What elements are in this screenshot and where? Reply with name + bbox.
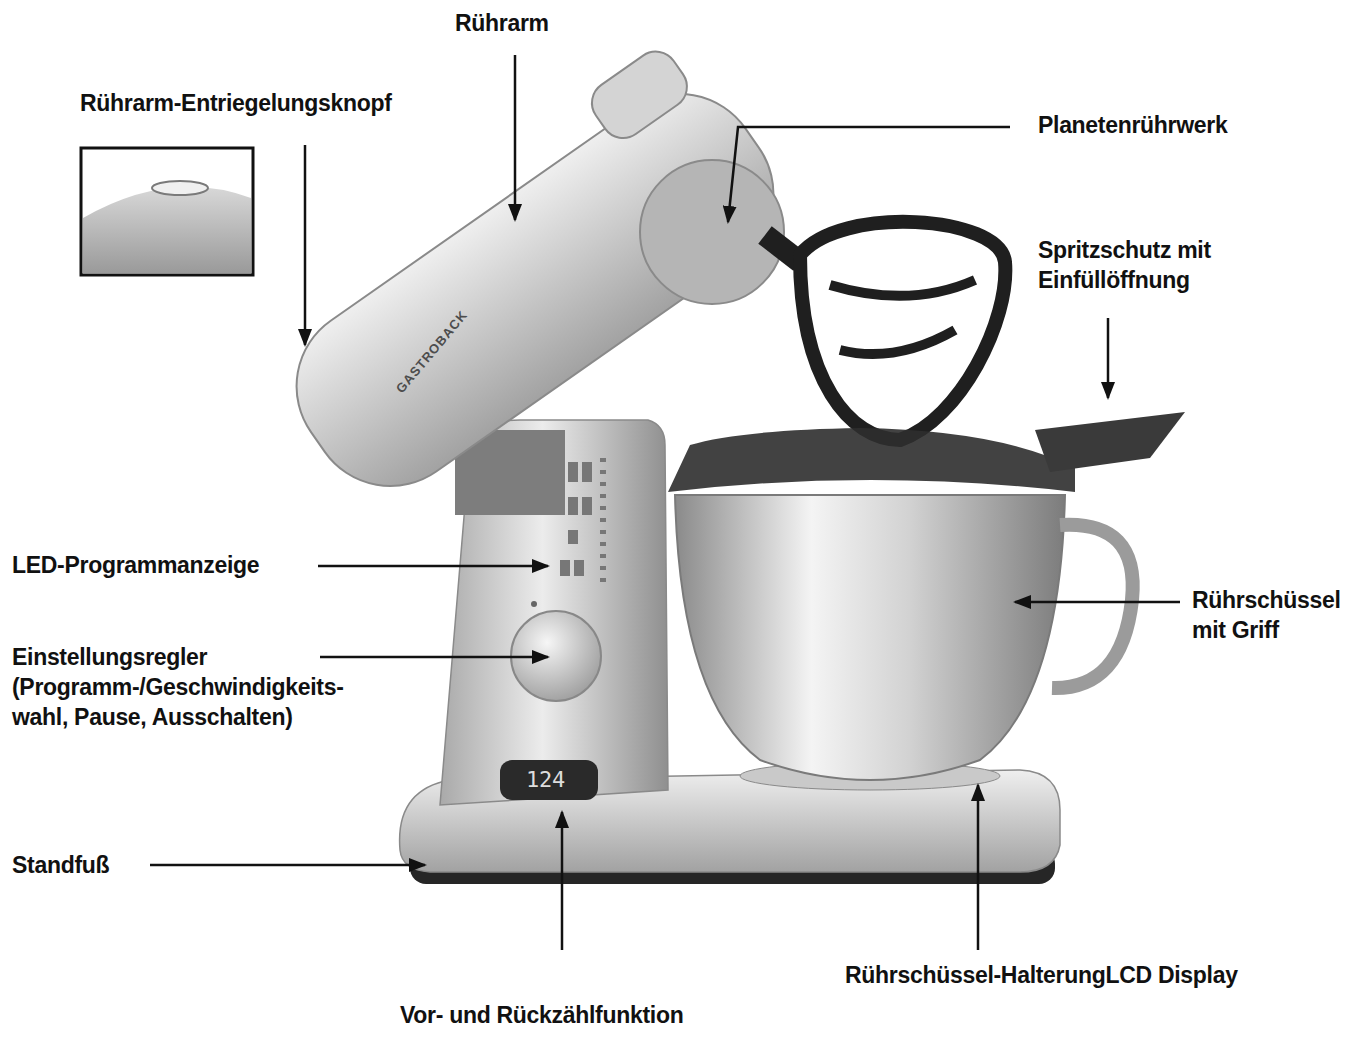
part-label: LED-Programmanzeige — [12, 550, 259, 580]
part-label: Rührschüssel-HalterungLCD Display — [845, 960, 1238, 990]
part-label: Planetenrührwerk — [1038, 110, 1228, 140]
inset-frame — [81, 148, 253, 275]
column — [440, 420, 668, 805]
filling-spout — [1035, 412, 1185, 472]
lcd-display — [500, 760, 598, 800]
mixing-bowl — [675, 495, 1065, 780]
release-button — [152, 181, 208, 195]
leader-lines — [150, 55, 1180, 950]
part-label: Rührarm-Entriegelungsknopf — [80, 88, 392, 118]
part-label: Rührschüssel mit Griff — [1192, 585, 1360, 645]
inset-dome — [83, 187, 251, 273]
part-label: Spritzschutz mit Einfüllöffnung — [1038, 235, 1300, 295]
part-label: Vor- und Rückzählfunktion — [400, 1000, 683, 1030]
planetary-hub — [640, 160, 784, 304]
splash-guard — [668, 428, 1075, 492]
dial-dot — [531, 601, 537, 607]
bowl-handle — [1052, 525, 1133, 688]
part-label: Standfuß — [12, 850, 109, 880]
part-label: Rührarm — [455, 8, 549, 38]
flat-beater — [765, 222, 1005, 440]
part-label: Einstellungsregler (Programm-/Geschwindi… — [12, 642, 308, 732]
brand-text: GASTROBACK — [393, 307, 472, 396]
led-indicators — [560, 458, 606, 582]
display-digits: 124 — [526, 766, 565, 794]
